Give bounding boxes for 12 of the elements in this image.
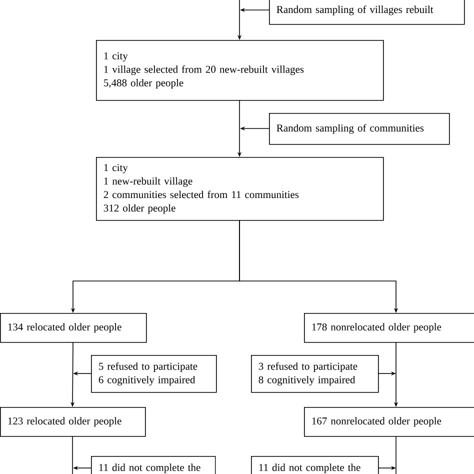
process-box: 5 refused to participate 6 cognitively impaired (91, 355, 217, 393)
process-box: 134 relocated older people (0, 313, 147, 343)
process-box: 11 did not complete the (251, 456, 379, 474)
process-box: 167 nonrelocated older people (304, 407, 474, 437)
process-box: 123 relocated older people (0, 407, 146, 437)
process-box: 178 nonrelocated older people (304, 313, 474, 343)
process-box: Random sampling of communities (269, 113, 450, 145)
process-box: 1 city 1 village selected from 20 new-rebuilt villages 5,488 older people (96, 40, 384, 101)
process-box: Random sampling of villages rebuilt (269, 0, 465, 25)
process-box: 3 refused to participate 8 cognitively impaired (251, 355, 379, 393)
process-box: 11 did not complete the (91, 456, 216, 474)
process-box: 1 city 1 new-rebuilt village 2 communities selected from 11 communities 312 older people (96, 157, 384, 221)
